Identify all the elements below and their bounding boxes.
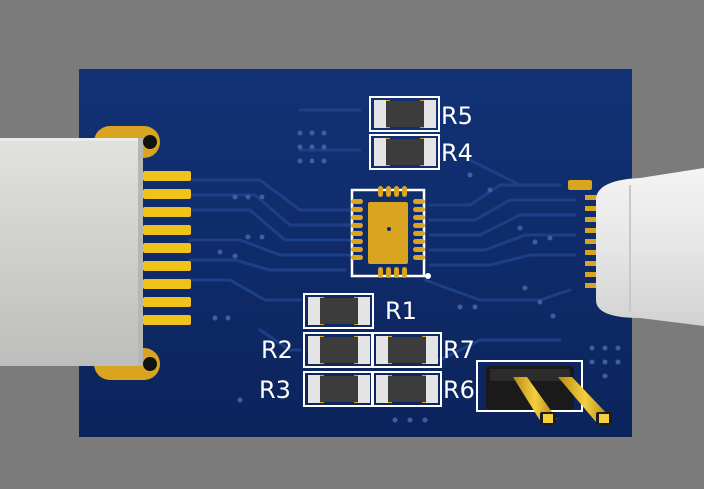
right-connector-pads — [568, 180, 599, 288]
ic-u1 — [350, 186, 431, 279]
resistor-r6 — [371, 371, 442, 407]
label-r6: R6 — [443, 376, 475, 404]
label-r7: R7 — [443, 336, 475, 364]
label-r3: R3 — [259, 376, 291, 404]
label-r2: R2 — [261, 336, 293, 364]
pin-header — [476, 360, 612, 425]
resistor-r5 — [369, 96, 440, 132]
left-connector-shell — [0, 138, 143, 366]
pin1-marker — [425, 273, 431, 279]
label-r5: R5 — [441, 102, 473, 130]
trace-group — [188, 108, 577, 362]
via-group — [212, 130, 621, 423]
right-connector-shell — [596, 168, 704, 326]
resistor-r3 — [303, 371, 374, 407]
left-connector-pads — [143, 171, 191, 325]
label-r1: R1 — [385, 297, 417, 325]
label-r4: R4 — [441, 139, 473, 167]
resistor-r7 — [371, 332, 442, 368]
resistor-r4 — [369, 134, 440, 170]
resistor-r2 — [303, 332, 374, 368]
resistor-r1 — [303, 293, 374, 329]
